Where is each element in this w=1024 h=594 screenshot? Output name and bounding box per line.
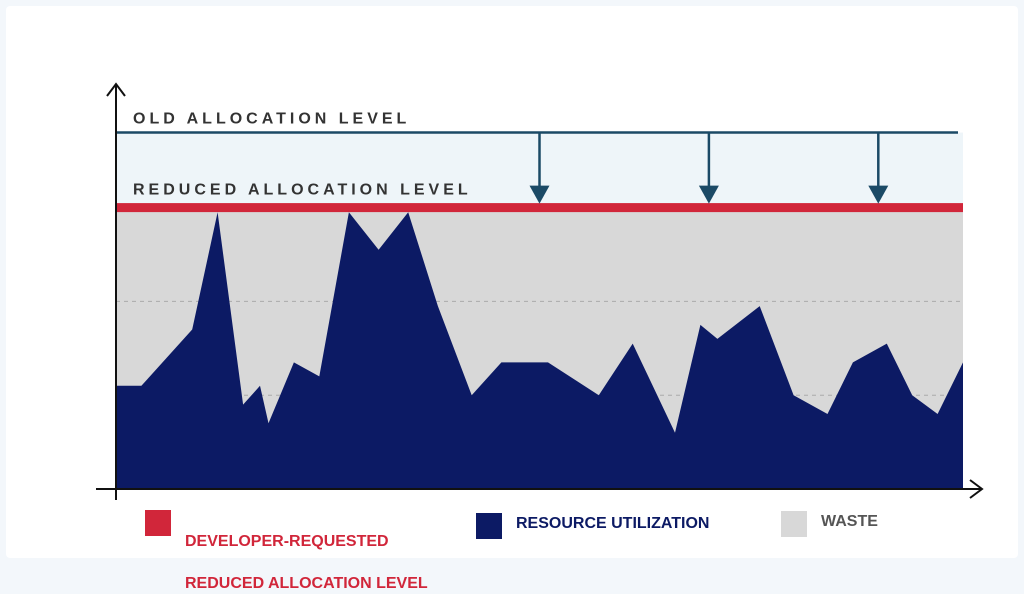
legend-label-developer-line1: DEVELOPER-REQUESTED <box>185 533 389 550</box>
arrow-head-1 <box>698 185 719 204</box>
arrow-head-2 <box>868 185 889 204</box>
reduced-allocation-line <box>116 203 963 213</box>
utilization-area <box>116 212 963 490</box>
legend-swatch-red <box>145 510 171 536</box>
reduction-arrows <box>529 132 889 204</box>
legend-item-utilization: RESOURCE UTILIZATION <box>476 513 709 539</box>
chart: OLD ALLOCATION LEVEL REDUCED ALLOCATION … <box>96 82 984 500</box>
legend-label-developer: DEVELOPER-REQUESTED REDUCED ALLOCATION L… <box>185 510 428 594</box>
legend-swatch-blue <box>476 513 502 539</box>
legend-swatch-gray <box>781 511 807 537</box>
arrow-head-0 <box>529 185 550 204</box>
old-allocation-label: OLD ALLOCATION LEVEL <box>133 111 410 128</box>
y-axis-arrowhead <box>106 82 126 97</box>
legend-label-waste: WASTE <box>821 513 878 530</box>
legend-label-utilization: RESOURCE UTILIZATION <box>516 515 710 532</box>
legend-item-developer: DEVELOPER-REQUESTED REDUCED ALLOCATION L… <box>145 510 428 594</box>
gridlines <box>116 300 963 396</box>
legend: DEVELOPER-REQUESTED REDUCED ALLOCATION L… <box>0 500 1024 592</box>
reduced-allocation-label: REDUCED ALLOCATION LEVEL <box>133 182 472 199</box>
legend-item-waste: WASTE <box>781 511 878 537</box>
legend-label-developer-line2: REDUCED ALLOCATION LEVEL <box>185 575 428 592</box>
axes <box>96 82 984 500</box>
x-axis-arrowhead <box>969 479 984 499</box>
